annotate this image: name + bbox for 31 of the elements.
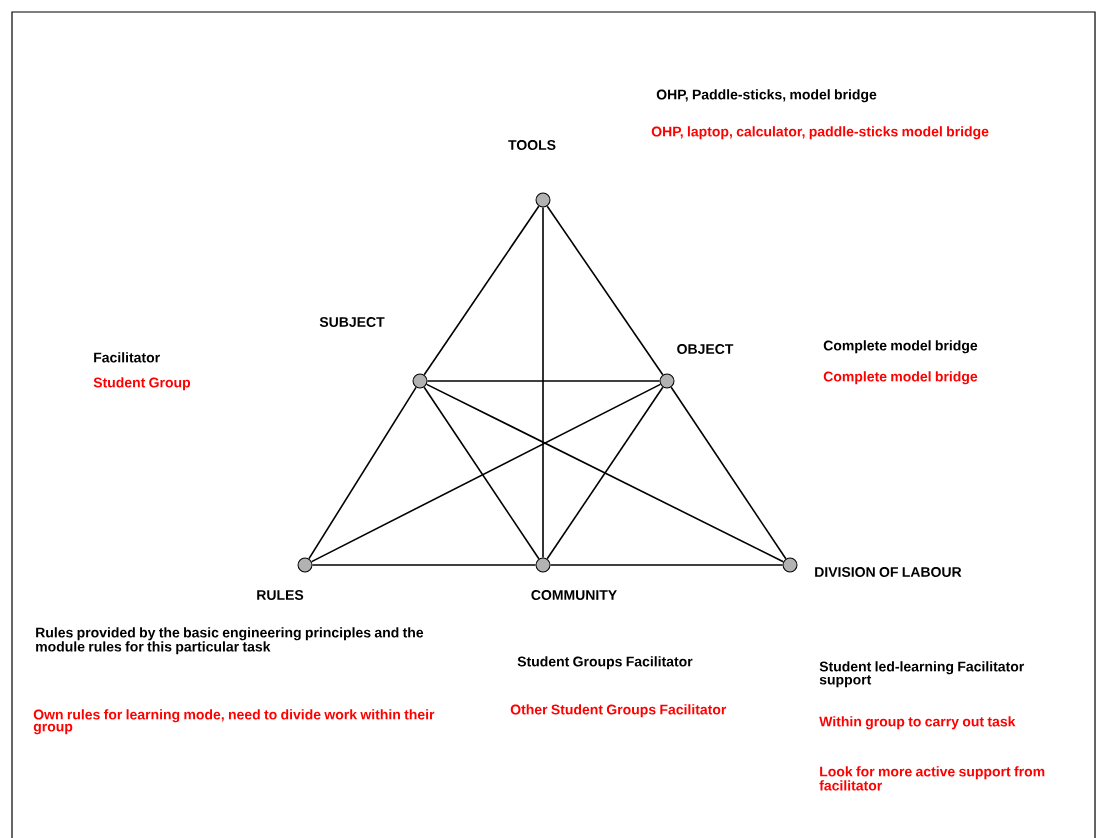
description-text: OHP, laptop, calculator, paddle-sticks model bridge bbox=[651, 126, 989, 140]
node-label: DIVISION OF LABOUR bbox=[815, 567, 962, 577]
connector-line bbox=[670, 386, 787, 560]
description-text: Complete model bridge bbox=[823, 340, 978, 354]
connector-line bbox=[546, 205, 664, 376]
connector-line bbox=[423, 205, 540, 376]
connector-line bbox=[426, 380, 661, 382]
description-text: OHP, Paddle-sticks, model bridge bbox=[656, 89, 877, 103]
connector-line bbox=[546, 386, 664, 560]
description-text: Rules provided by the basic engineering principles and the module rules for this particular task bbox=[36, 627, 424, 655]
description-text: Student led-learning Facilitator support bbox=[819, 661, 1025, 688]
description-text: Other Student Groups Facilitator bbox=[510, 704, 727, 718]
description-text: Student Group bbox=[93, 377, 191, 391]
description-text: Complete model bridge bbox=[823, 371, 978, 385]
node-label: RULES bbox=[257, 590, 304, 600]
node-label: TOOLS bbox=[508, 140, 556, 150]
node-label: SUBJECT bbox=[319, 317, 385, 327]
description-text: Facilitator bbox=[94, 352, 160, 363]
connector-line bbox=[308, 386, 417, 560]
connector-line bbox=[423, 386, 540, 560]
connector-line bbox=[542, 206, 544, 559]
description-text: Student Groups Facilitator bbox=[517, 656, 693, 670]
connector-line bbox=[311, 564, 537, 566]
description-text: Look for more active support from facilitator bbox=[819, 766, 1045, 791]
connector-line bbox=[549, 564, 784, 566]
connector-line bbox=[425, 383, 785, 563]
node-label: COMMUNITY bbox=[531, 590, 617, 600]
description-text: Own rules for learning mode, need to divide work within their group bbox=[33, 709, 435, 735]
connector-line bbox=[310, 383, 662, 563]
node-label: OBJECT bbox=[677, 344, 734, 354]
description-text: Within group to carry out task bbox=[819, 716, 1016, 730]
